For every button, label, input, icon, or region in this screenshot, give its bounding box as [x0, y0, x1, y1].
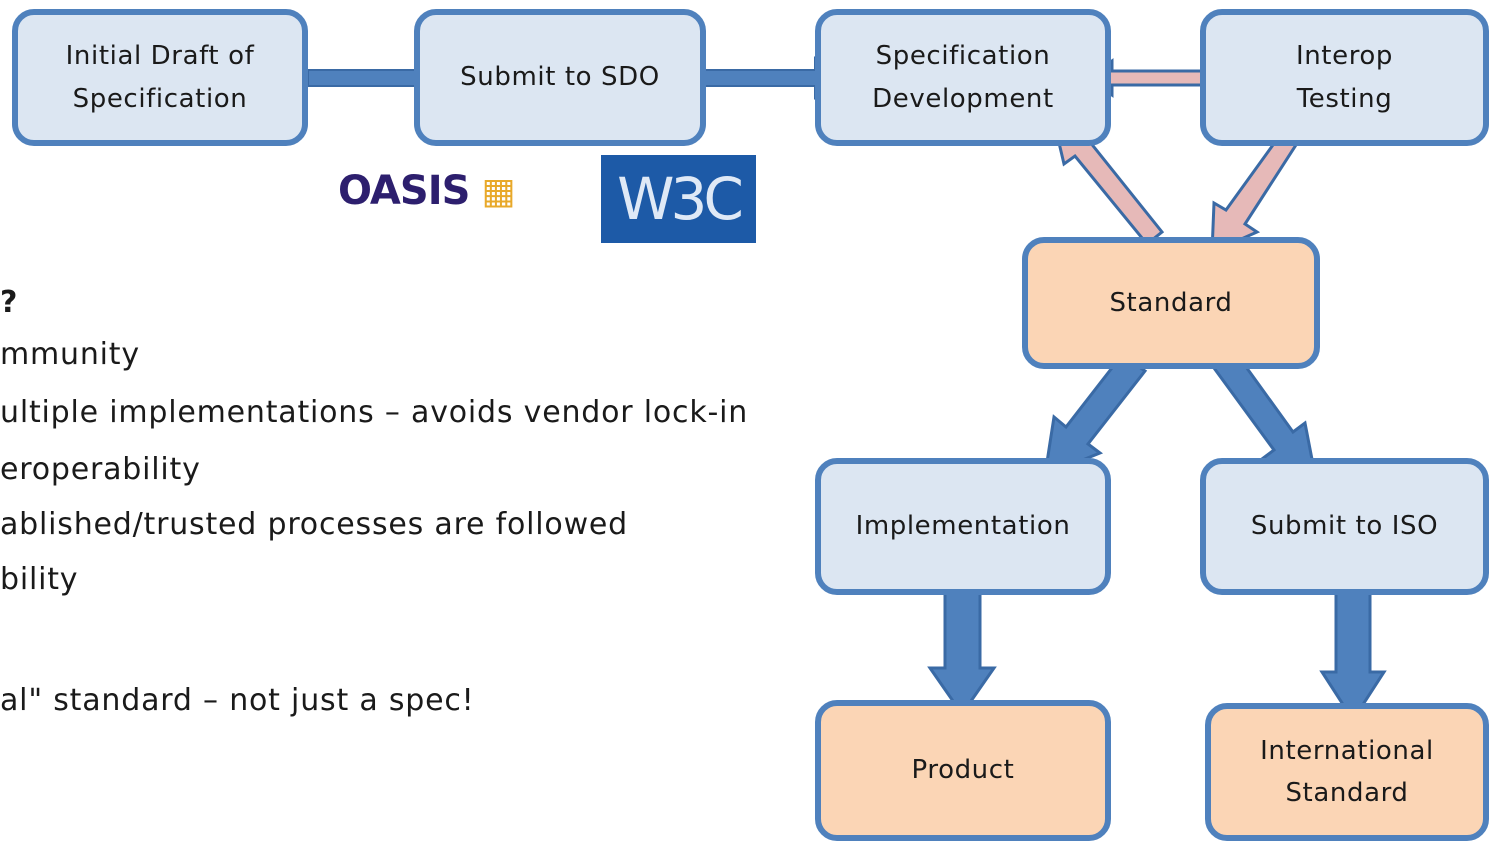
node-implementation: Implementation — [815, 458, 1111, 595]
node-submit-to-iso: Submit to ISO — [1200, 458, 1489, 595]
node-initial-draft: Initial Draft of Specification — [12, 9, 308, 146]
list-item: bility — [0, 562, 79, 597]
oasis-mark-icon: ▦ — [481, 170, 515, 212]
list-item: ablished/trusted processes are followed — [0, 507, 629, 542]
node-submit-to-sdo: Submit to SDO — [414, 9, 706, 146]
node-label: Interop Testing — [1295, 41, 1394, 114]
node-specification-development: Specification Development — [815, 9, 1111, 146]
node-label: Product — [911, 755, 1015, 786]
node-label: Specification Development — [872, 41, 1054, 114]
arrow-standard-to-implementation — [1043, 352, 1148, 478]
node-label: Implementation — [855, 511, 1071, 542]
w3c-logo-text: W3C — [617, 165, 744, 233]
oasis-logo-text: OASIS — [338, 168, 470, 214]
node-label: Standard — [1109, 287, 1233, 318]
list-item: ultiple implementations – avoids vendor … — [0, 395, 749, 430]
node-label: Submit to SDO — [460, 62, 660, 93]
bullet-heading: ? — [0, 285, 19, 320]
node-standard: Standard — [1022, 237, 1320, 369]
oasis-logo: OASIS ▦ — [338, 168, 590, 214]
node-label: Initial Draft of Specification — [65, 41, 255, 114]
list-item: eroperability — [0, 452, 201, 487]
list-item: mmunity — [0, 337, 140, 372]
node-international-standard: International Standard — [1205, 703, 1489, 841]
list-item: al" standard – not just a spec! — [0, 683, 475, 718]
arrow-iso-to-intl-standard — [1319, 588, 1387, 723]
node-label: Submit to ISO — [1250, 511, 1439, 542]
w3c-logo: W3C — [601, 155, 756, 243]
arrow-implementation-to-product — [927, 588, 997, 717]
node-interop-testing: Interop Testing — [1200, 9, 1489, 146]
node-label: International Standard — [1260, 735, 1434, 808]
node-product: Product — [815, 700, 1111, 841]
